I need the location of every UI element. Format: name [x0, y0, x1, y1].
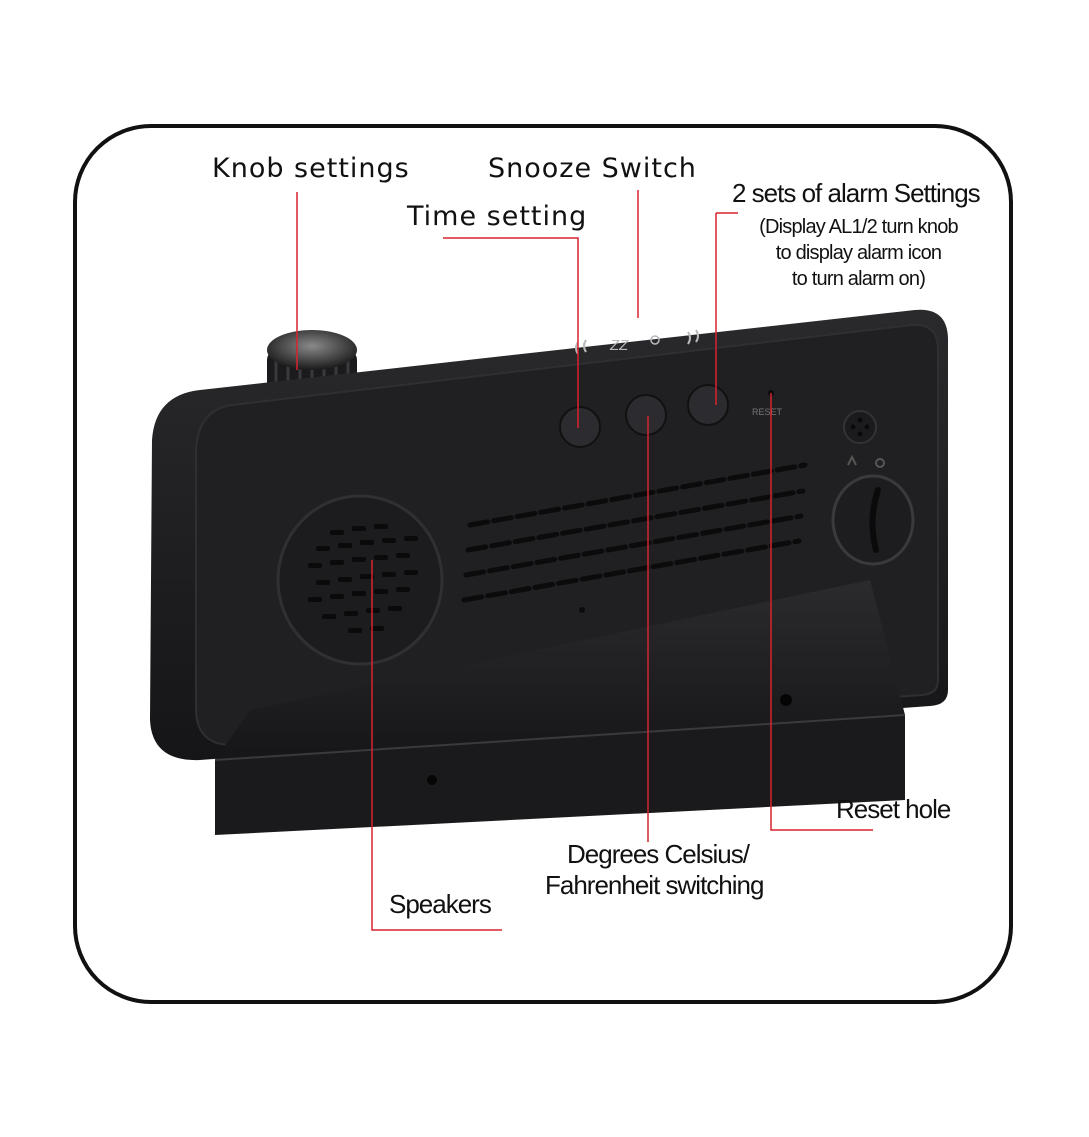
time-setting-button [559, 406, 601, 448]
speaker-grille [276, 494, 444, 666]
speakers-leader-line [371, 560, 502, 931]
alarm-note-line-2: to display alarm icon [775, 242, 942, 264]
battery-cover [831, 454, 915, 566]
time-setting-label: Time setting [407, 201, 588, 232]
svg-text:ZZ: ZZ [609, 337, 629, 354]
alarm-note-line-1: (Display AL1/2 turn knob [759, 216, 959, 238]
stand [214, 580, 906, 835]
snooze-switch-label: Snooze Switch [488, 153, 697, 184]
leader-lines [296, 190, 873, 931]
reset-leader-line [770, 393, 873, 831]
vent-slots [461, 462, 808, 603]
celsius-label-line-2: Fahrenheit switching [545, 870, 764, 900]
time-leader-line [443, 237, 579, 428]
reset-hole-label: Reset hole [836, 794, 951, 824]
reset-text: RESET [752, 407, 783, 417]
celsius-fahrenheit-button [625, 394, 667, 436]
sensor-hole [579, 607, 585, 613]
speakers-label: Speakers [389, 889, 492, 919]
knob-settings-label: Knob settings [212, 153, 410, 184]
alarm-settings-label: 2 sets of alarm Settings [732, 178, 981, 208]
snooze-icon: ZZ [575, 329, 699, 355]
alarm-setting-button [687, 384, 729, 426]
celsius-label-line-1: Degrees Celsius/ [567, 839, 750, 869]
alarm-note-line-3: to turn alarm on) [791, 268, 926, 290]
rounded-frame [73, 124, 1013, 1004]
buzzer-vent [843, 410, 877, 444]
